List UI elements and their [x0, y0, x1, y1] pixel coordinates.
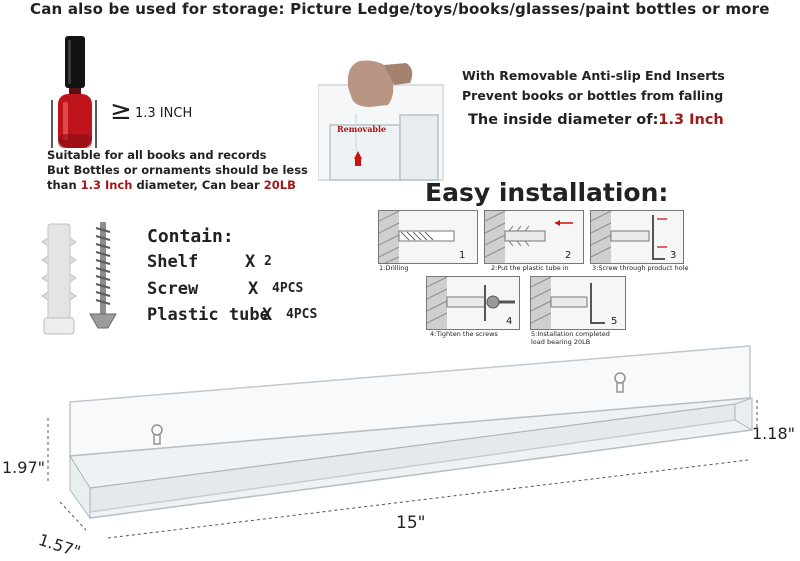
install-step-2-panel — [484, 210, 584, 264]
installation-title: Easy installation: — [425, 178, 669, 207]
removable-line-1: With Removable Anti-slip End Inserts — [462, 68, 725, 83]
plastic-tube-icon — [41, 223, 77, 335]
contain-item-shelf: Shelf — [147, 252, 199, 272]
depth-dimension-line — [59, 501, 87, 531]
install-step-5-label: 5:Installation completed — [531, 330, 610, 338]
diameter-highlight: 1.3 Inch — [80, 178, 133, 192]
install-step-3-label: 3:Screw through product hole — [592, 264, 689, 272]
contain-title: Contain: — [147, 226, 234, 247]
install-step-5-number: 5 — [611, 316, 618, 327]
install-step-4-panel — [426, 276, 520, 330]
screw-icon — [89, 222, 117, 329]
install-step-4-label: 4:Tighten the screws — [430, 330, 498, 338]
contain-item-shelf-x: X — [245, 252, 256, 272]
greater-equal-symbol: ≥ — [110, 96, 132, 126]
back-height-dimension-label: 1.97" — [2, 458, 45, 477]
finger-icon — [347, 60, 394, 107]
length-dimension-label: 15" — [396, 513, 426, 533]
keyhole-right-icon — [614, 372, 626, 393]
install-step-1-label: 1:Drilling — [379, 264, 409, 272]
contain-item-screw-qty: 4PCS — [272, 281, 304, 296]
install-step-4-number: 4 — [506, 316, 513, 327]
inside-diameter-value: 1.3 Inch — [658, 112, 724, 128]
removable-line-2: Prevent books or bottles from falling — [462, 88, 724, 103]
install-step-2-number: 2 — [565, 250, 572, 261]
suitability-line-1: Suitable for all books and records — [47, 148, 267, 162]
install-step-5-label-2: load bearing 20LB — [531, 338, 591, 346]
weight-highlight: 20LB — [263, 178, 296, 192]
headline: Can also be used for storage: Picture Le… — [30, 0, 770, 18]
height-spec-value: 1.3 INCH — [135, 106, 193, 121]
install-step-2-label: 2:Put the plastic tube in — [491, 264, 569, 272]
contain-item-plastic-tube-qty: 4PCS — [286, 307, 318, 322]
inside-diameter-note: The inside diameter of:1.3 Inch — [468, 112, 724, 128]
keyhole-left-icon — [151, 424, 163, 445]
install-step-1-panel — [378, 210, 478, 264]
contain-item-plastic-tube-x: X — [262, 305, 273, 325]
removable-insert-photo — [318, 60, 444, 181]
removable-tag: Removable — [337, 124, 387, 134]
install-step-5-panel — [530, 276, 626, 330]
install-step-3-panel — [590, 210, 684, 264]
contain-item-screw-x: X — [248, 279, 259, 299]
removable-description: With Removable Anti-slip End Inserts Pre… — [462, 66, 725, 106]
suitability-line-2: But Bottles or ornaments should be less — [47, 163, 308, 177]
hardware-illustration — [41, 222, 117, 335]
nail-polish-bottle-illustration — [51, 36, 97, 148]
install-step-3-number: 3 — [670, 250, 677, 261]
suitability-line-3: than 1.3 Inch diameter, Can bear 20LB — [47, 178, 296, 192]
suitability-note: Suitable for all books and records But B… — [47, 148, 308, 193]
contain-item-shelf-qty: 2 — [264, 254, 272, 269]
up-arrow-icon — [354, 151, 362, 159]
install-step-1-number: 1 — [459, 250, 466, 261]
contain-item-screw: Screw — [147, 279, 199, 299]
acrylic-shelf-illustration — [47, 345, 758, 539]
contain-item-plastic-tube: Plastic tube — [147, 305, 270, 325]
height-dimension-label: 1.18" — [752, 424, 795, 443]
